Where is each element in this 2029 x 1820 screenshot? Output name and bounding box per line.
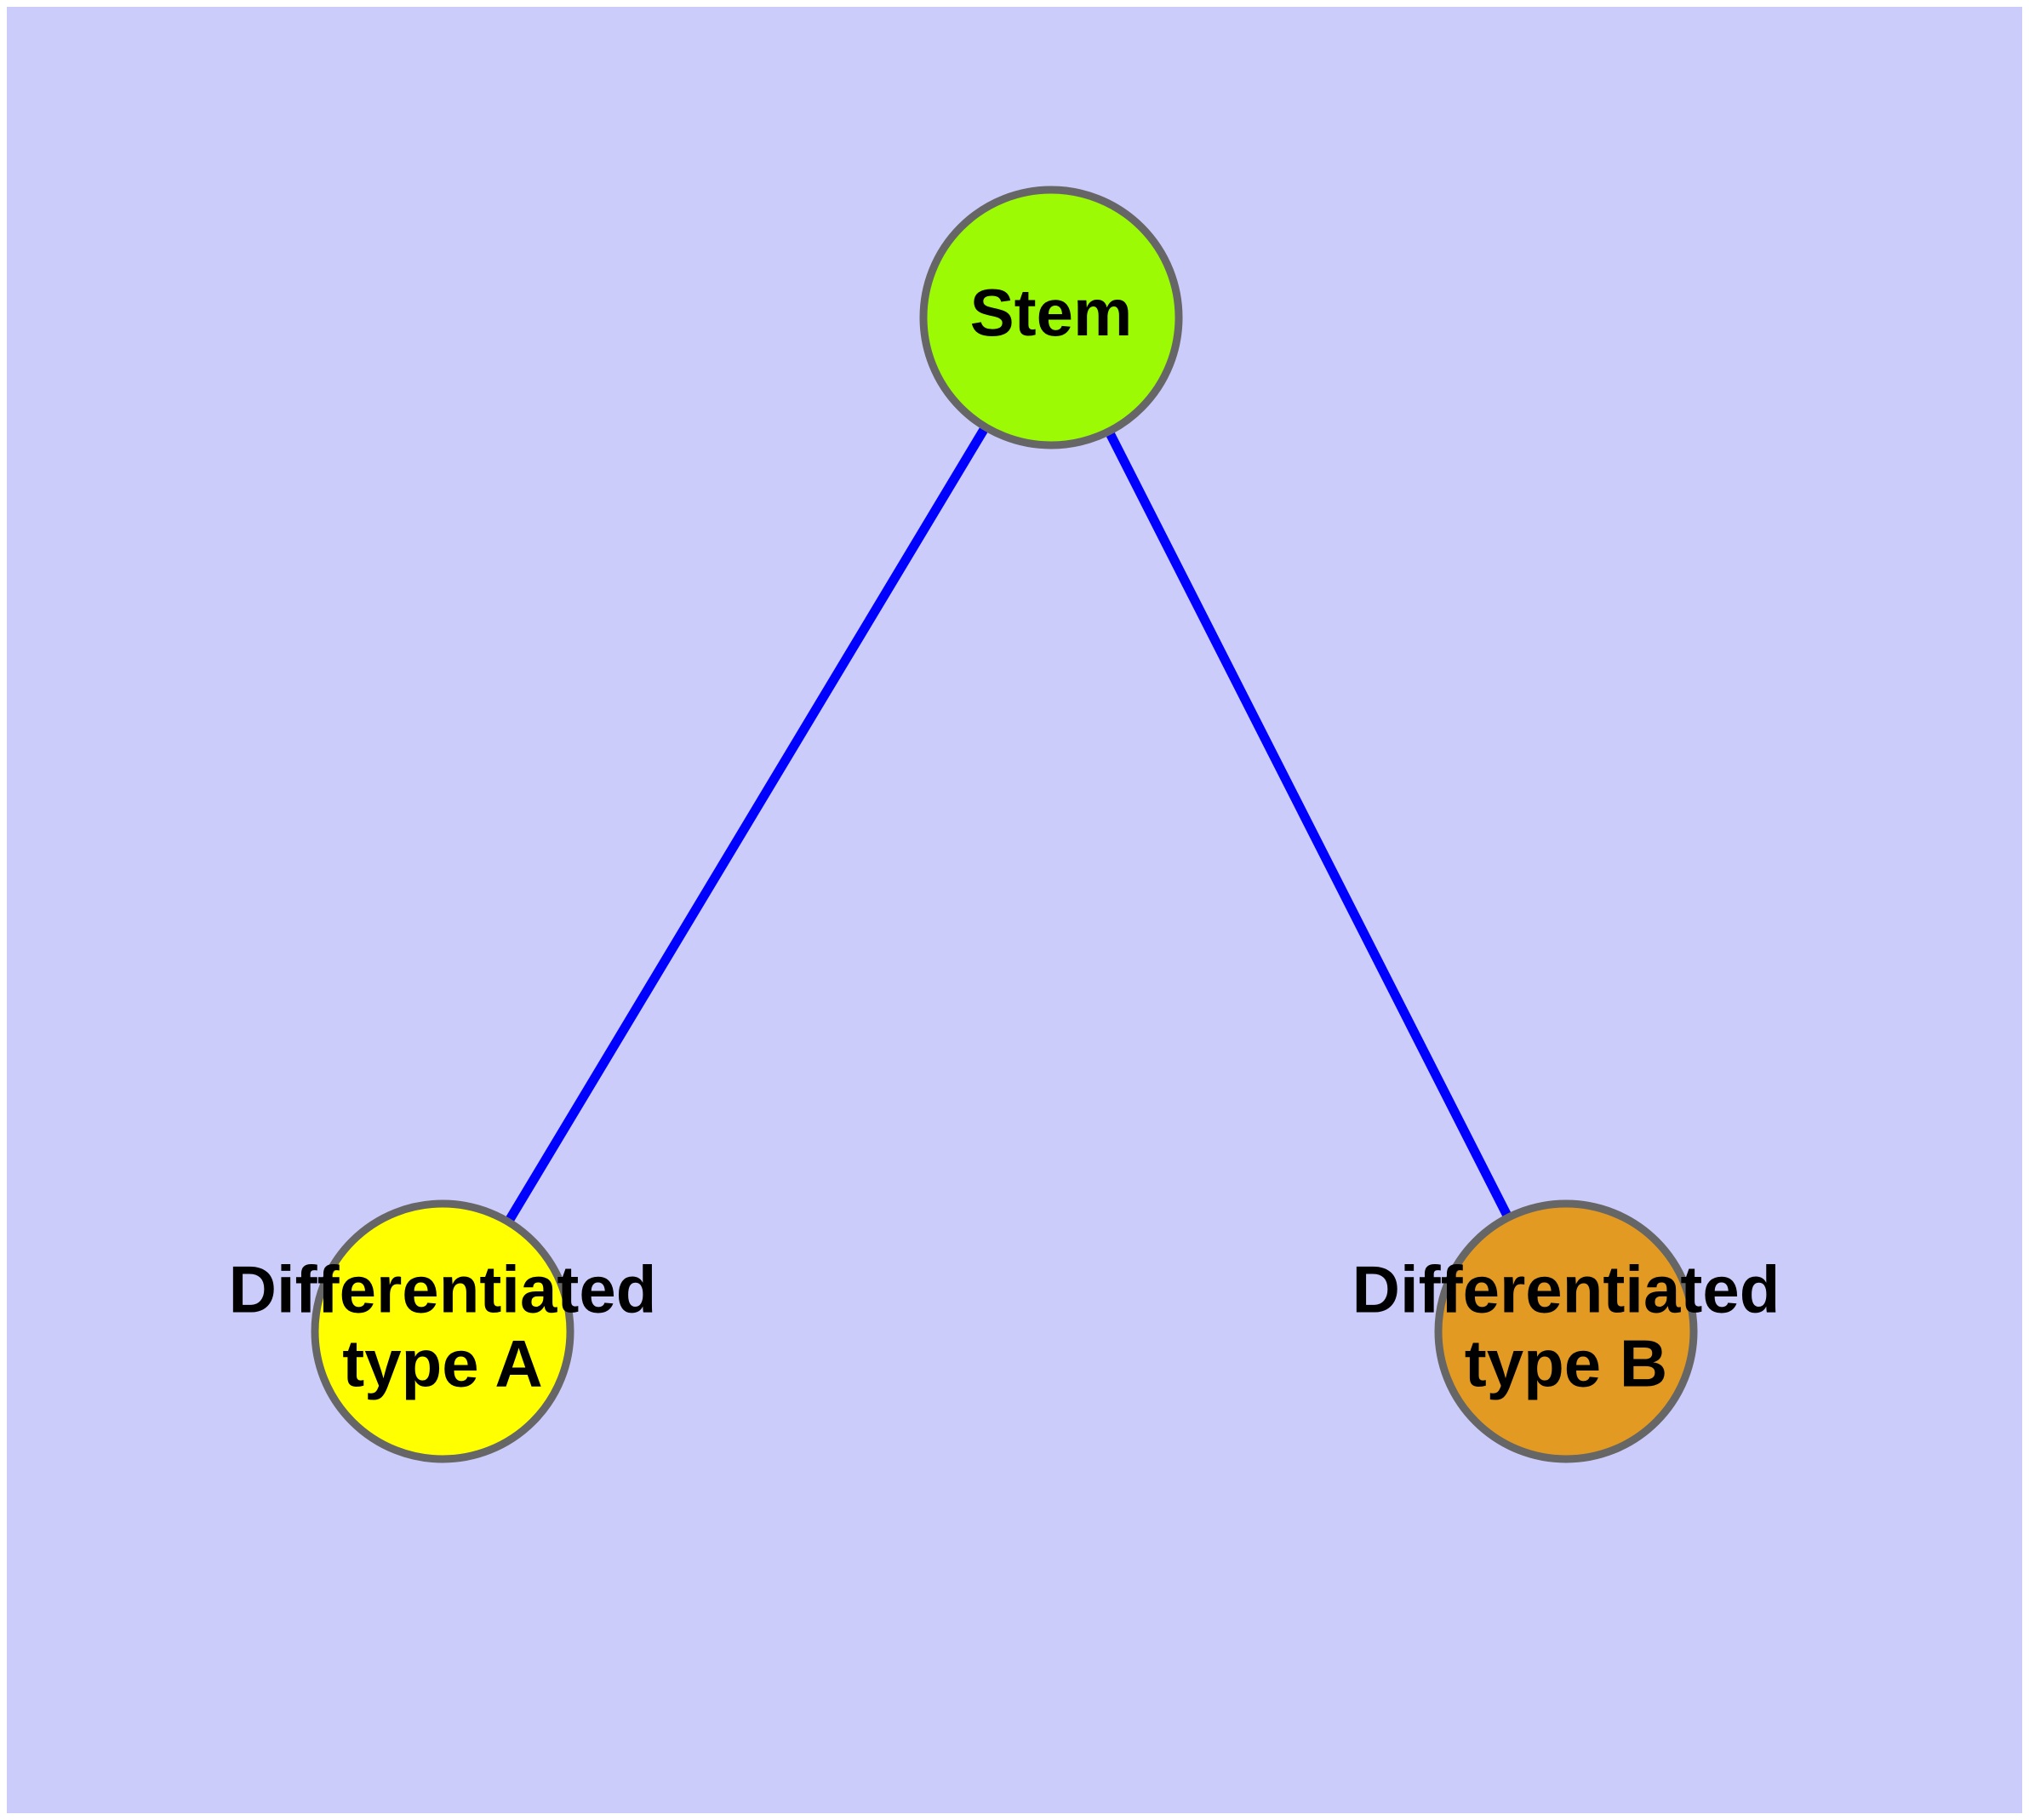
node-circle-diff_a[interactable] xyxy=(311,1199,574,1463)
edge-stem-diff-b[interactable] xyxy=(1104,427,1513,1222)
edge-stem-diff-a[interactable] xyxy=(503,423,991,1226)
node-stem[interactable] xyxy=(919,186,1183,449)
node-label-line: Stem xyxy=(970,275,1133,350)
node-label-line: type B xyxy=(1465,1325,1667,1400)
node-label-stem: Stem xyxy=(970,275,1133,350)
node-label-line: Differentiated xyxy=(1352,1251,1780,1326)
node-label-line: Differentiated xyxy=(229,1251,657,1326)
edges-layer xyxy=(503,423,1513,1226)
node-circle-stem[interactable] xyxy=(919,186,1183,449)
node-diff_a[interactable] xyxy=(311,1199,574,1463)
node-label-line: type A xyxy=(342,1325,543,1400)
node-diff_b[interactable] xyxy=(1434,1199,1698,1463)
node-circle-diff_b[interactable] xyxy=(1434,1199,1698,1463)
